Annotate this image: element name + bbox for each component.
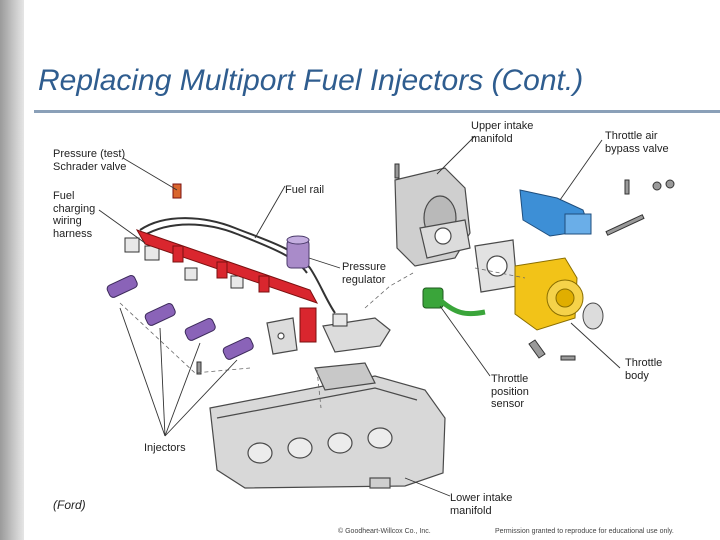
gasket-drawing	[474, 239, 518, 293]
figure-credit: (Ford)	[53, 498, 86, 512]
diagram-drawing	[98, 135, 675, 497]
fuel-injector-diagram: Pressure (test) Schrader valve Fuel char…	[45, 118, 715, 523]
label-injectors: Injectors	[144, 442, 186, 454]
lower-intake-manifold-drawing	[209, 362, 446, 489]
label-throttle-position-sensor: Throttle position sensor	[491, 373, 529, 410]
label-throttle-air-bypass-valve: Throttle air bypass valve	[605, 130, 669, 155]
bracket-drawing	[266, 317, 391, 355]
wiring-harness-drawing	[124, 217, 348, 327]
injectors-drawing	[106, 275, 254, 360]
title-divider	[34, 110, 720, 113]
label-throttle-body: Throttle body	[625, 357, 663, 382]
left-accent-bar	[0, 0, 24, 540]
alignment-lines	[119, 267, 526, 409]
label-fuel-rail: Fuel rail	[285, 184, 325, 196]
permission-notice: Permission granted to reproduce for educ…	[495, 528, 674, 535]
label-lower-intake-manifold: Lower intake manifold	[450, 492, 513, 517]
label-pressure-regulator: Pressure regulator	[342, 261, 387, 286]
copyright-notice: © Goodheart-Willcox Co., Inc.	[338, 528, 431, 535]
label-fuel-charging-wiring-harness: Fuel charging wiring harness	[53, 190, 96, 240]
throttle-air-bypass-valve-drawing	[519, 189, 592, 237]
throttle-position-sensor-drawing	[422, 287, 486, 317]
pressure-regulator-drawing	[286, 235, 310, 269]
fuel-rail-drawing	[135, 183, 319, 343]
hardware-drawing	[196, 163, 675, 375]
slide-title: Replacing Multiport Fuel Injectors (Cont…	[38, 64, 584, 97]
upper-intake-manifold-drawing	[394, 167, 471, 267]
label-upper-intake-manifold: Upper intake manifold	[471, 120, 534, 145]
throttle-body-drawing	[514, 257, 604, 331]
label-pressure-schrader-valve: Pressure (test) Schrader valve	[53, 148, 127, 173]
leader-lines	[98, 135, 621, 497]
